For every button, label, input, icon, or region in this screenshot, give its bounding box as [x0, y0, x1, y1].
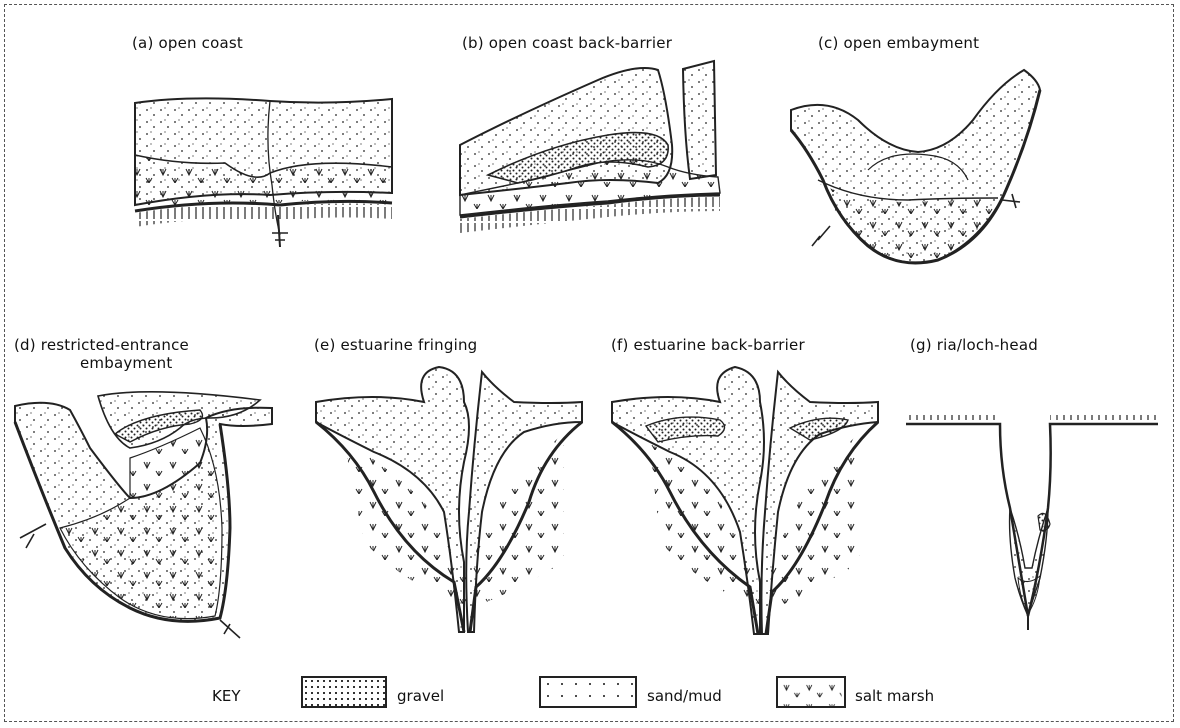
panel-f-diagram — [610, 362, 880, 637]
panel-a-diagram — [130, 95, 400, 270]
panel-b-diagram — [458, 55, 730, 230]
panel-d-title-line2: embayment — [14, 354, 189, 372]
panel-d-diagram — [10, 388, 280, 658]
sand-swatch — [539, 676, 637, 708]
panel-g-title: (g) ria/loch-head — [910, 336, 1038, 354]
panel-c-title: (c) open embayment — [818, 34, 979, 52]
key-title: KEY — [212, 687, 240, 705]
marsh-swatch — [776, 676, 846, 708]
panel-g-diagram — [900, 408, 1165, 640]
panel-e-diagram — [314, 362, 584, 637]
key-gravel-label: gravel — [397, 687, 444, 705]
panel-e-title: (e) estuarine fringing — [314, 336, 477, 354]
panel-c-diagram — [788, 60, 1058, 285]
panel-b-title: (b) open coast back-barrier — [462, 34, 672, 52]
key-sand-label: sand/mud — [647, 687, 722, 705]
panel-a-title: (a) open coast — [132, 34, 243, 52]
key-marsh-label: salt marsh — [855, 687, 934, 705]
gravel-swatch — [301, 676, 387, 708]
panel-d-title: (d) restricted-entrance embayment — [14, 336, 189, 372]
panel-f-title: (f) estuarine back-barrier — [611, 336, 805, 354]
panel-d-title-line1: (d) restricted-entrance — [14, 336, 189, 354]
